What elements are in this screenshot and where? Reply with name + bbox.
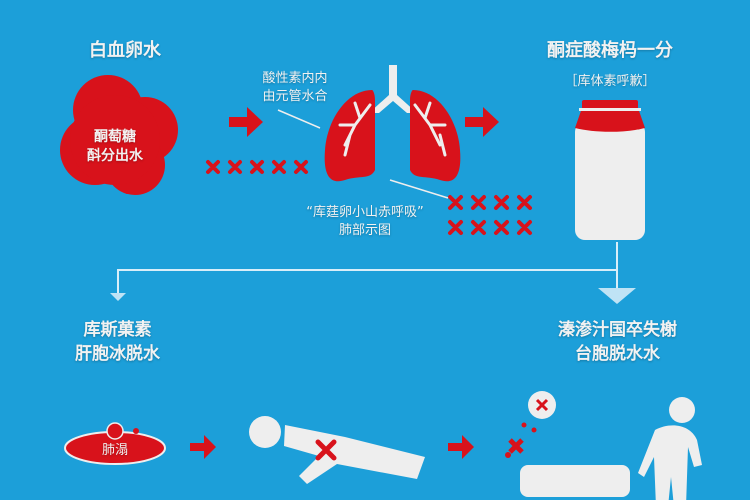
pointer-line bbox=[389, 179, 449, 199]
top-right-title: 酮症酸梅杩一分 bbox=[547, 40, 673, 61]
lying-person-icon bbox=[249, 416, 425, 484]
lungs-caption-line1: “库莛卵小山赤呼吸” bbox=[306, 205, 424, 220]
collapsed-person-icon bbox=[505, 391, 630, 497]
bottom-right-label: 溱渗汁国卒失榭 台胞脱水水 bbox=[530, 318, 705, 366]
arrow-right-icon bbox=[448, 435, 474, 459]
lungs-caption: “库莛卵小山赤呼吸” 肺部示图 bbox=[270, 204, 460, 240]
bottle-icon bbox=[575, 100, 645, 240]
bottom-left-label: 库斯菓素 肝胞冰脱水 bbox=[50, 318, 185, 366]
bottom-right-line2: 台胞脱水水 bbox=[575, 344, 660, 364]
blob-label: 酮萄糖 酙分出水 bbox=[55, 128, 175, 166]
lungs-top-label-line1: 酸性素内内 bbox=[262, 71, 328, 86]
down-arrow-icon bbox=[598, 288, 636, 304]
top-right-subtitle: ［库体素呼歉］ bbox=[564, 74, 656, 89]
down-arrow-icon bbox=[110, 293, 126, 301]
blob-label-line2: 酙分出水 bbox=[87, 148, 143, 164]
bottom-left-line2: 肝胞冰脱水 bbox=[75, 344, 160, 364]
badge-label: 肺溻 bbox=[101, 443, 128, 458]
bottom-right-line1: 溱渗汁国卒失榭 bbox=[558, 320, 677, 340]
lungs-icon bbox=[324, 65, 461, 182]
pointer-line bbox=[277, 109, 321, 129]
x-marks-left bbox=[206, 160, 308, 174]
lungs-top-label-line2: 由元管水合 bbox=[262, 89, 328, 104]
x-marks-right bbox=[448, 195, 532, 235]
lungs-top-label: 酸性素内内 由元管水合 bbox=[235, 70, 355, 106]
arrow-right-icon bbox=[229, 107, 263, 137]
arrow-right-icon bbox=[465, 107, 499, 137]
lungs-caption-line2: 肺部示图 bbox=[338, 223, 391, 238]
blob-label-line1: 酮萄糖 bbox=[94, 129, 136, 145]
top-left-title: 白血卵水 bbox=[89, 40, 161, 61]
bottom-left-line1: 库斯菓素 bbox=[83, 320, 152, 340]
connector-lines bbox=[117, 242, 618, 295]
blob-shape bbox=[60, 75, 178, 195]
arrow-right-icon bbox=[190, 435, 216, 459]
standing-person-icon bbox=[638, 397, 702, 500]
